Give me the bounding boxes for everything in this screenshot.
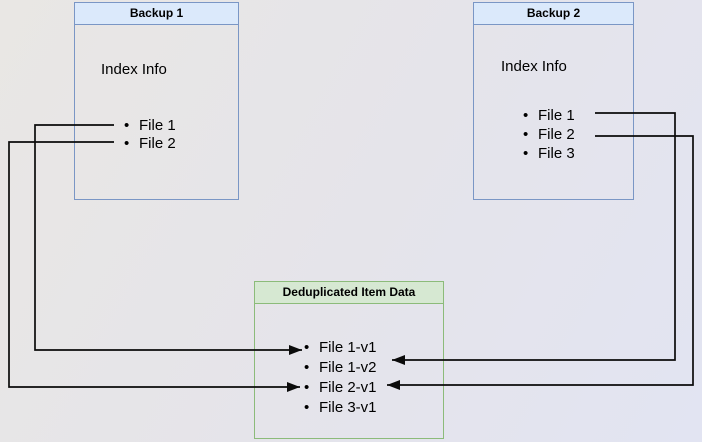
dedup-file1-v1-label: File 1-v1	[319, 338, 377, 356]
deduplicated-item-data-header: Deduplicated Item Data	[255, 282, 443, 304]
dedup-file3-v1-label: File 3-v1	[319, 398, 377, 416]
backup1-header: Backup 1	[75, 3, 238, 25]
list-item: File 2-v1	[255, 377, 443, 397]
bullet-icon	[304, 399, 319, 416]
list-item: File 3-v1	[255, 397, 443, 417]
list-item: File 1	[75, 116, 238, 134]
bullet-icon	[124, 135, 139, 152]
list-item: File 1-v1	[255, 337, 443, 357]
backup1-file-list: File 1 File 2	[75, 116, 238, 152]
backup1-file2-label: File 2	[139, 134, 176, 152]
backup1-file1-label: File 1	[139, 116, 176, 134]
backup2-index-info-label: Index Info	[501, 58, 567, 75]
backup2-file-list: File 1 File 2 File 3	[474, 106, 633, 163]
list-item: File 1-v2	[255, 357, 443, 377]
list-item: File 2	[474, 125, 633, 144]
bullet-icon	[523, 126, 538, 143]
backup2-header: Backup 2	[474, 3, 633, 25]
backup2-file1-label: File 1	[538, 107, 575, 124]
bullet-icon	[304, 339, 319, 356]
dedup-file1-v2-label: File 1-v2	[319, 358, 377, 376]
backup2-file3-label: File 3	[538, 145, 575, 162]
dedup-file2-v1-label: File 2-v1	[319, 378, 377, 396]
list-item: File 3	[474, 144, 633, 163]
bullet-icon	[124, 117, 139, 134]
backup2-box: Backup 2 Index Info File 1 File 2 File 3	[473, 2, 634, 200]
bullet-icon	[304, 379, 319, 396]
list-item: File 1	[474, 106, 633, 125]
deduplicated-item-data-box: Deduplicated Item Data File 1-v1 File 1-…	[254, 281, 444, 439]
backup1-index-info-label: Index Info	[101, 61, 167, 78]
bullet-icon	[523, 107, 538, 124]
bullet-icon	[523, 145, 538, 162]
dedup-file-list: File 1-v1 File 1-v2 File 2-v1 File 3-v1	[255, 337, 443, 417]
backup2-file2-label: File 2	[538, 126, 575, 143]
list-item: File 2	[75, 134, 238, 152]
backup1-box: Backup 1 Index Info File 1 File 2	[74, 2, 239, 200]
bullet-icon	[304, 359, 319, 376]
